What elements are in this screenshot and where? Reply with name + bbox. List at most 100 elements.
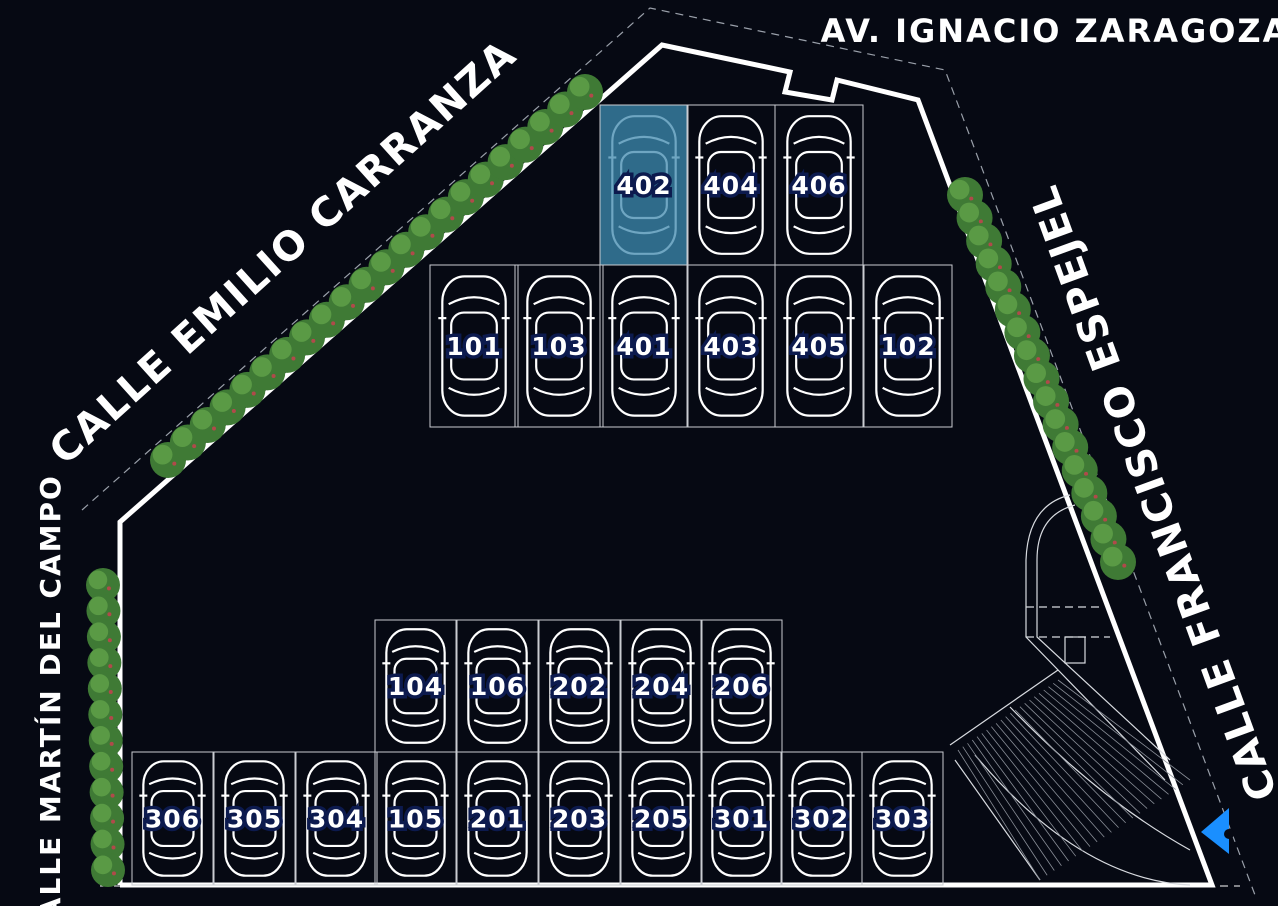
tree-icon — [89, 749, 124, 784]
parking-spots: 402 404 406 101 103 401 403 405 102 104 106 202 204 2… — [131, 104, 953, 886]
spot-outline — [774, 264, 864, 428]
spot-number: 104 — [388, 672, 443, 701]
parking-spot-403[interactable]: 403 — [686, 264, 776, 428]
spot-number: 102 — [880, 332, 935, 361]
tree-icon — [88, 723, 123, 758]
spot-outline — [514, 264, 604, 428]
spot-number: 405 — [791, 332, 846, 361]
parking-spot-306[interactable]: 306 — [131, 751, 214, 886]
spot-outline — [861, 751, 944, 886]
spot-number: 306 — [145, 805, 200, 834]
parking-spot-204[interactable]: 204 — [620, 619, 703, 753]
spot-outline — [700, 751, 783, 886]
spot-number: 305 — [227, 805, 282, 834]
parking-spot-405[interactable]: 405 — [774, 264, 864, 428]
car-icon — [546, 628, 613, 744]
tree-icon — [87, 671, 122, 706]
parking-spot-104[interactable]: 104 — [374, 619, 457, 753]
spot-number: 203 — [552, 805, 607, 834]
spot-number: 402 — [616, 171, 671, 200]
car-icon — [708, 760, 775, 877]
street-label-north: AV. IGNACIO ZARAGOZA — [821, 12, 1278, 50]
car-icon — [628, 628, 695, 744]
spot-outline — [295, 751, 378, 886]
spot-number: 103 — [531, 332, 586, 361]
parking-spot-205[interactable]: 205 — [620, 751, 703, 886]
spot-number: 106 — [470, 672, 525, 701]
spot-outline — [213, 751, 296, 886]
parking-spot-303[interactable]: 303 — [861, 751, 944, 886]
car-icon — [382, 628, 449, 744]
tree-icon — [86, 619, 121, 654]
parking-spot-402[interactable]: 402 — [599, 104, 689, 266]
tree-icon — [91, 853, 125, 887]
parking-spot-305[interactable]: 305 — [213, 751, 296, 886]
spot-number: 302 — [794, 805, 849, 834]
spot-number: 105 — [388, 805, 443, 834]
spot-outline — [374, 751, 457, 886]
car-icon — [303, 760, 370, 877]
parking-spot-105[interactable]: 105 — [374, 751, 457, 886]
car-icon — [608, 115, 680, 255]
location-arrow-icon[interactable] — [1201, 808, 1234, 854]
parking-spot-401[interactable]: 401 — [599, 264, 689, 428]
parking-spot-106[interactable]: 106 — [456, 619, 539, 753]
spot-number: 401 — [616, 332, 671, 361]
spot-number: 301 — [714, 805, 769, 834]
spot-outline — [429, 264, 519, 428]
parking-spot-203[interactable]: 203 — [538, 751, 621, 886]
ramp — [949, 494, 1191, 886]
parking-spot-404[interactable]: 404 — [686, 104, 776, 266]
car-icon — [869, 760, 936, 877]
car-icon — [382, 760, 449, 877]
tree-icon — [90, 827, 125, 862]
spot-number: 204 — [634, 672, 689, 701]
spot-number: 403 — [703, 332, 758, 361]
parking-spot-101[interactable]: 101 — [429, 264, 519, 428]
spot-number: 202 — [552, 672, 607, 701]
car-icon — [872, 275, 944, 417]
tree-icon — [86, 568, 120, 602]
car-icon — [139, 760, 206, 877]
parking-spot-301[interactable]: 301 — [700, 751, 783, 886]
tree-icon — [87, 645, 122, 680]
car-icon — [221, 760, 288, 877]
car-icon — [464, 628, 531, 744]
spot-outline — [599, 264, 689, 428]
parking-spot-102[interactable]: 102 — [863, 264, 953, 428]
tree-icon — [1100, 544, 1136, 580]
spot-number: 406 — [791, 171, 846, 200]
parking-spot-302[interactable]: 302 — [780, 751, 863, 886]
tree-icon — [90, 801, 125, 836]
tree-row — [86, 74, 1136, 887]
spot-number: 206 — [714, 672, 769, 701]
car-icon — [788, 760, 855, 877]
parking-spot-201[interactable]: 201 — [456, 751, 539, 886]
car-icon — [438, 275, 510, 417]
spot-outline — [131, 751, 214, 886]
spot-number: 404 — [703, 171, 758, 200]
parking-spot-206[interactable]: 206 — [700, 619, 783, 753]
parking-spot-103[interactable]: 103 — [514, 264, 604, 428]
parking-spot-202[interactable]: 202 — [538, 619, 621, 753]
car-icon — [783, 275, 855, 417]
tree-icon — [88, 697, 123, 732]
parking-spot-406[interactable]: 406 — [774, 104, 864, 266]
tree-icon — [89, 775, 124, 810]
spot-outline — [456, 751, 539, 886]
spot-number: 101 — [446, 332, 501, 361]
spot-number: 304 — [309, 805, 364, 834]
car-icon — [695, 275, 767, 417]
car-icon — [783, 115, 855, 255]
spot-number: 201 — [470, 805, 525, 834]
car-icon — [546, 760, 613, 877]
spot-number: 303 — [875, 805, 930, 834]
car-icon — [695, 115, 767, 255]
parking-spot-304[interactable]: 304 — [295, 751, 378, 886]
street-label-northwest: CALLE EMILIO CARRANZA — [41, 31, 526, 474]
spot-number: 205 — [634, 805, 689, 834]
tree-icon — [567, 74, 603, 110]
car-icon — [708, 628, 775, 744]
